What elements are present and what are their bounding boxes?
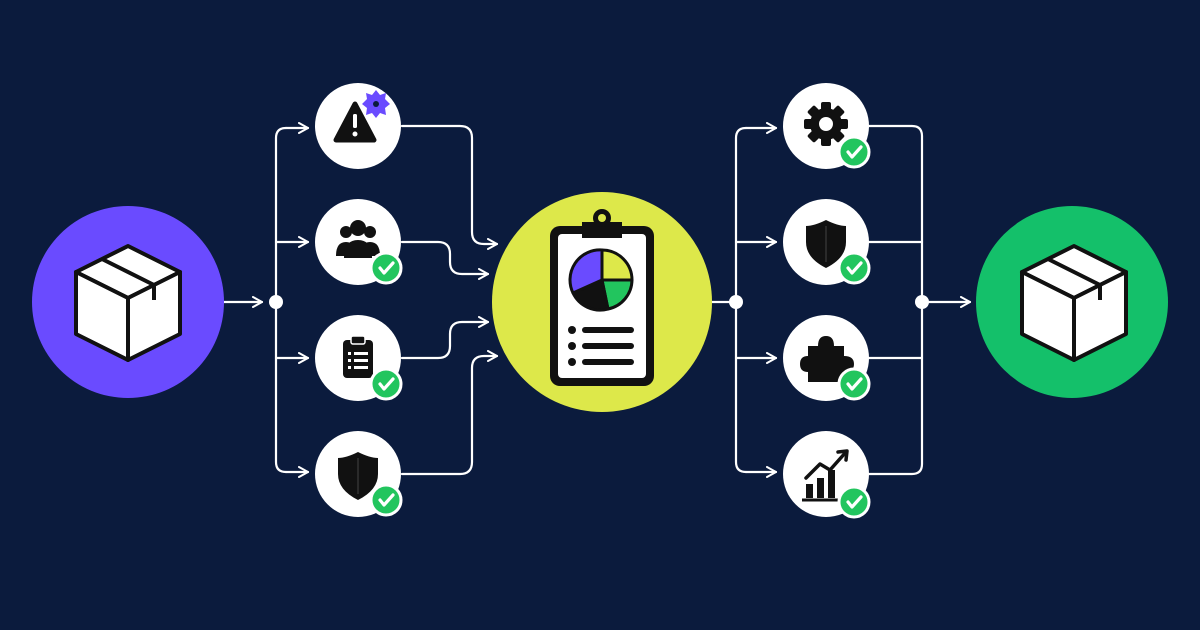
junction-dot-merge bbox=[915, 295, 929, 309]
connector-node-3-to-hub bbox=[400, 316, 490, 360]
check-badge bbox=[369, 367, 403, 401]
warning-icon bbox=[333, 101, 377, 143]
right-node-protection bbox=[783, 199, 871, 285]
shield-icon bbox=[338, 452, 378, 500]
connector-node-2-to-hub bbox=[400, 240, 490, 280]
shield-icon bbox=[806, 220, 846, 268]
check-badge bbox=[837, 251, 871, 285]
output-node bbox=[976, 206, 1168, 398]
check-badge bbox=[369, 483, 403, 517]
check-badge bbox=[837, 485, 871, 519]
left-node-security bbox=[315, 431, 403, 517]
connector-node-4-to-hub bbox=[400, 350, 499, 476]
box-icon bbox=[74, 244, 182, 362]
report-clipboard-icon bbox=[550, 209, 654, 386]
connector-right-merge-bus bbox=[866, 124, 924, 476]
check-badge bbox=[837, 367, 871, 401]
left-node-team bbox=[315, 199, 403, 285]
hub-node bbox=[492, 192, 712, 412]
junction-dot-right bbox=[729, 295, 743, 309]
left-node-risk bbox=[315, 83, 401, 169]
right-node-growth bbox=[783, 431, 871, 519]
alert-badge bbox=[362, 90, 390, 118]
check-badge bbox=[369, 251, 403, 285]
input-node bbox=[32, 206, 224, 398]
right-node-settings bbox=[783, 83, 871, 169]
team-icon bbox=[336, 220, 380, 258]
puzzle-icon bbox=[800, 336, 854, 382]
right-node-integration bbox=[783, 315, 871, 401]
box-icon bbox=[1020, 244, 1128, 362]
gear-icon bbox=[804, 102, 848, 146]
pie-chart-icon bbox=[568, 248, 634, 312]
clipboard-icon bbox=[343, 335, 373, 378]
connector-node-1-to-hub bbox=[400, 124, 499, 250]
left-node-checklist bbox=[315, 315, 403, 401]
check-badge bbox=[837, 135, 871, 169]
junction-dot-left bbox=[269, 295, 283, 309]
